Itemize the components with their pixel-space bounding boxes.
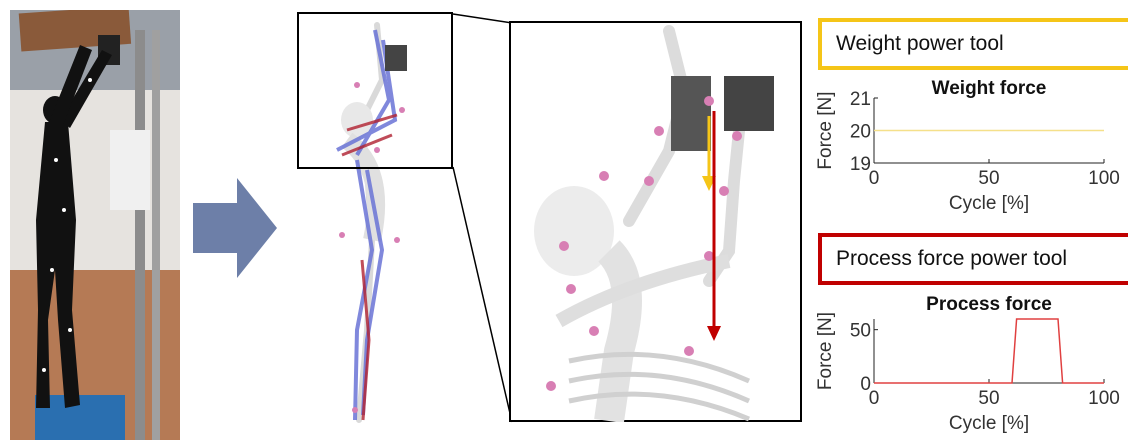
chart0-x-tick-label: 100 (1088, 168, 1120, 189)
motion-capture-photo (10, 10, 180, 440)
process-force-chart: Process force050100050Cycle [%]Force [N] (815, 287, 1128, 442)
chart0-x-tick-label: 50 (978, 168, 999, 189)
process-power-tool-label: Process force power tool (818, 233, 1128, 285)
right-arrow-icon (193, 178, 277, 278)
zoom-source-box (297, 12, 453, 169)
chart1-y-axis-label: Force [N] (815, 312, 836, 390)
weight-power-tool-label: Weight power tool (818, 18, 1128, 70)
chart0-y-tick-label: 21 (850, 89, 871, 110)
weight-force-chart: Weight force050100192021Cycle [%]Force [… (815, 72, 1128, 232)
chart1-x-tick-label: 100 (1088, 388, 1120, 409)
arrow-shape (193, 178, 277, 278)
chart1-x-axis-label: Cycle [%] (949, 413, 1029, 434)
chart1-series-line (874, 319, 1104, 383)
weight-power-tool-text: Weight power tool (836, 32, 1004, 56)
zoomed-model-view (509, 21, 802, 422)
chart1-title: Process force (926, 294, 1052, 315)
chart0-y-axis-label: Force [N] (815, 91, 836, 169)
chart1-x-tick-label: 50 (978, 388, 999, 409)
chart1-y-tick-label: 50 (850, 321, 871, 342)
chart0-title: Weight force (932, 78, 1047, 99)
process-power-tool-text: Process force power tool (836, 247, 1067, 271)
chart0-y-tick-label: 20 (850, 122, 871, 143)
chart0-x-axis-label: Cycle [%] (949, 193, 1029, 214)
chart1-y-tick-label: 0 (860, 374, 871, 395)
chart0-y-tick-label: 19 (850, 154, 871, 175)
